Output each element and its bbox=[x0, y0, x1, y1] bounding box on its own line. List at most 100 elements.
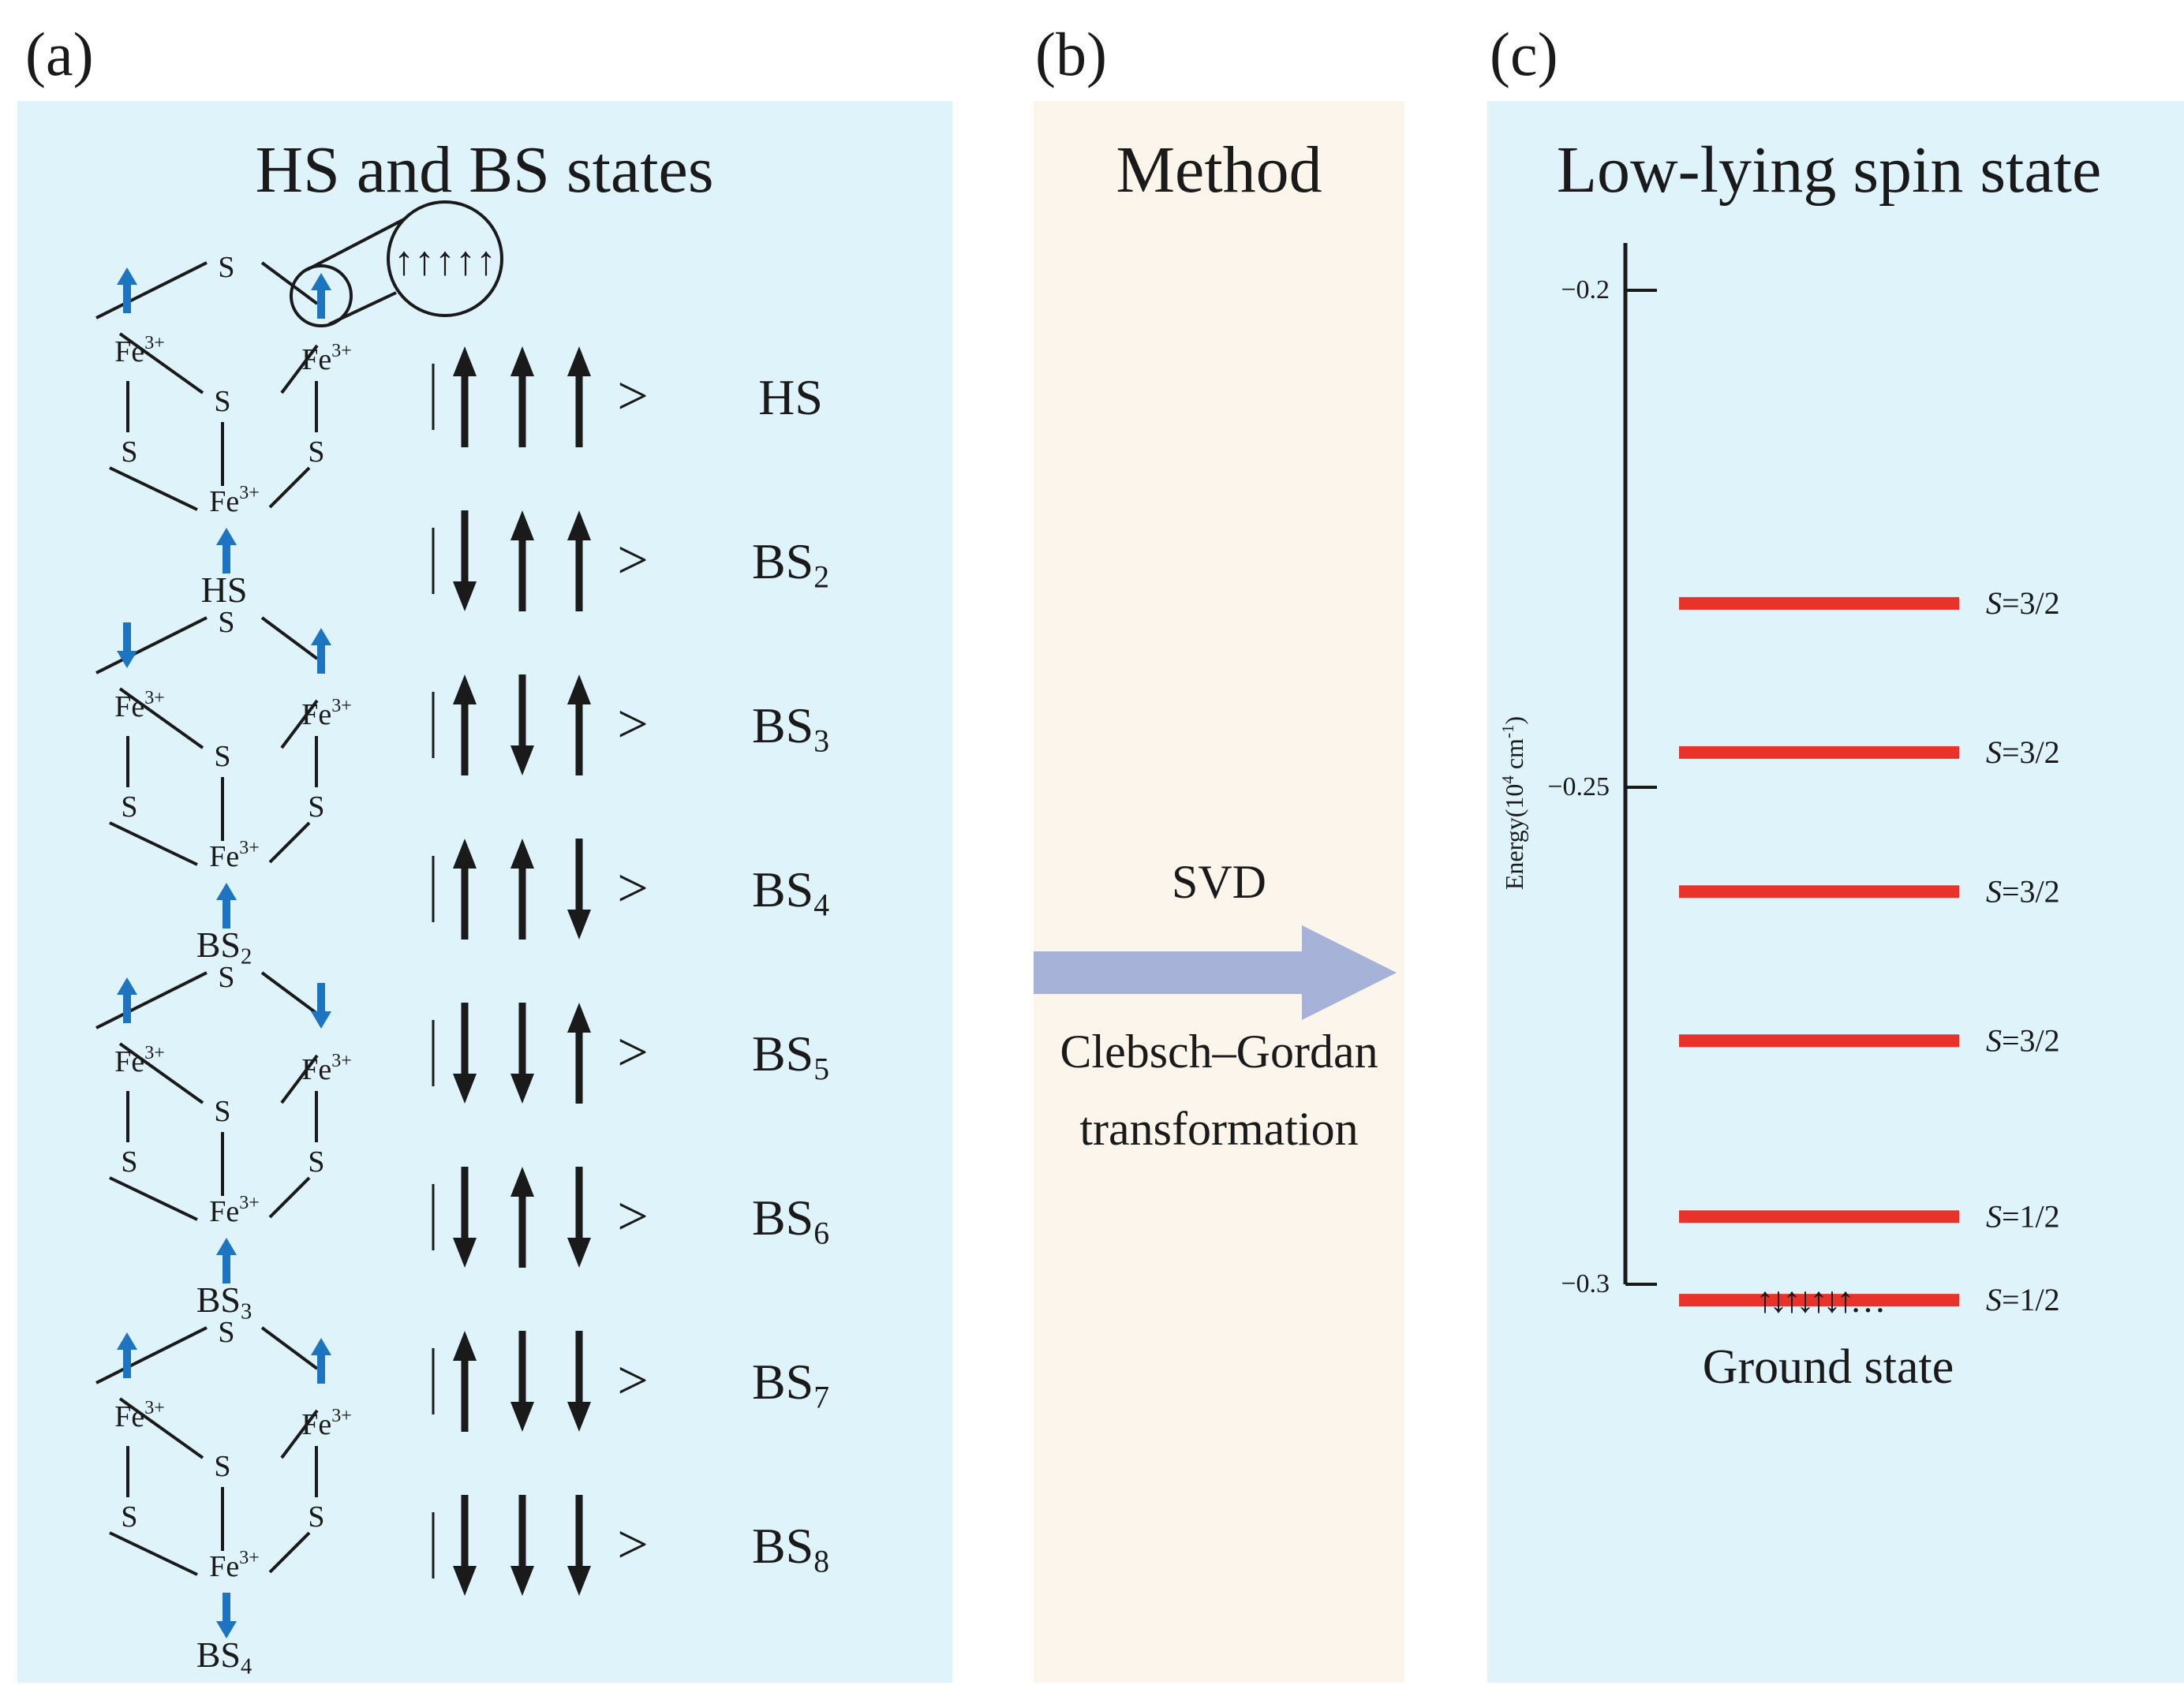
spin-down-arrow-icon bbox=[510, 1331, 534, 1432]
iron-atom: Fe3+ bbox=[114, 333, 165, 368]
sulfur-atom: S bbox=[218, 961, 234, 994]
sulfur-atom: S bbox=[218, 606, 234, 639]
energy-level: S=1/2 bbox=[1679, 1198, 2060, 1234]
structure-caption: BS3 bbox=[196, 1280, 252, 1324]
method-arrow-label-svd: SVD bbox=[1172, 856, 1266, 908]
y-tick-label: −0.25 bbox=[1547, 772, 1610, 801]
bond bbox=[268, 821, 311, 864]
panel-a-title: HS and BS states bbox=[255, 133, 713, 207]
ket-label: HS bbox=[758, 369, 823, 425]
iron-atom: Fe3+ bbox=[114, 1398, 165, 1433]
y-tick-label: −0.2 bbox=[1561, 275, 1610, 305]
spin-up-arrow-icon bbox=[453, 674, 477, 775]
sulfur-atom: S bbox=[308, 1145, 324, 1179]
panel-label-a: (a) bbox=[25, 20, 94, 88]
zoom-line bbox=[328, 291, 397, 326]
ket-close: > bbox=[617, 1022, 648, 1083]
spin-ket-row: >BS4 bbox=[432, 839, 829, 940]
panel-c-title: Low-lying spin state bbox=[1557, 133, 2102, 207]
structure-caption: BS4 bbox=[196, 1635, 252, 1679]
spin-ket-row: > HS bbox=[432, 346, 823, 447]
sulfur-atom: S bbox=[121, 1145, 137, 1179]
spin-arrow-icon bbox=[311, 628, 331, 674]
energy-level-bar bbox=[1679, 596, 1959, 610]
bond bbox=[268, 1531, 311, 1574]
energy-level-spin-label: S=1/2 bbox=[1986, 1198, 2060, 1234]
spin-up-arrow-icon bbox=[510, 1167, 534, 1268]
spin-up-arrow-icon bbox=[453, 1331, 477, 1432]
zoom-circle bbox=[290, 264, 353, 327]
bond bbox=[280, 1409, 319, 1459]
energy-level: S=3/2 bbox=[1679, 585, 2060, 621]
spin-down-arrow-icon bbox=[510, 674, 534, 775]
ket-close: > bbox=[617, 1351, 648, 1411]
zoom-arrows: ↑↑↑↑↑ bbox=[394, 239, 496, 284]
bond bbox=[95, 616, 208, 674]
spin-arrow-icon bbox=[117, 622, 137, 668]
spin-up-arrow-icon bbox=[567, 346, 591, 447]
bond bbox=[118, 687, 204, 749]
bond bbox=[109, 1176, 198, 1221]
spin-arrow-icon bbox=[311, 273, 331, 319]
method-arrow-label-cg-line1: Clebsch–Gordan bbox=[1060, 1026, 1378, 1078]
bond bbox=[260, 1326, 319, 1370]
ket-close: > bbox=[617, 858, 648, 919]
ket-label: BS7 bbox=[752, 1354, 829, 1415]
spin-down-arrow-icon bbox=[453, 1495, 477, 1596]
spin-up-arrow-icon bbox=[510, 346, 534, 447]
bond bbox=[109, 821, 198, 866]
bond bbox=[268, 1176, 311, 1219]
ground-state-label: Ground state bbox=[1703, 1340, 1954, 1394]
iron-atom: Fe3+ bbox=[114, 1043, 165, 1078]
spin-ket-row: > BS7 bbox=[432, 1331, 829, 1432]
spin-down-arrow-icon bbox=[567, 1331, 591, 1432]
spin-arrow-icon bbox=[117, 977, 137, 1023]
spin-arrow-icon bbox=[216, 528, 237, 574]
energy-level-spin-label: S=3/2 bbox=[1986, 734, 2060, 770]
sulfur-atom: S bbox=[214, 740, 230, 773]
zoom-magnified-circle bbox=[387, 200, 503, 317]
bond bbox=[95, 1326, 208, 1384]
spin-arrow-icon bbox=[216, 883, 237, 928]
structure-caption: BS2 bbox=[196, 925, 252, 969]
spin-ket-row: >BS6 bbox=[432, 1167, 829, 1268]
energy-level: S=1/2 bbox=[1679, 1282, 2060, 1317]
panel-label-c: (c) bbox=[1490, 20, 1558, 88]
spin-arrow-icon bbox=[216, 1593, 237, 1638]
ket-label: BS3 bbox=[752, 697, 829, 759]
bond bbox=[118, 332, 204, 394]
bond bbox=[95, 261, 208, 319]
ket-close: > bbox=[617, 366, 648, 427]
panel-a-hs-bs-states: HS and BS states S Fe3+ Fe3+ S S S Fe3+ ↑↑↑↑↑ HS… bbox=[17, 101, 952, 1683]
sulfur-atom: S bbox=[308, 435, 324, 469]
energy-level: S=3/2 bbox=[1679, 734, 2060, 770]
method-arrow bbox=[1034, 925, 1397, 1020]
energy-level-spin-label: S=3/2 bbox=[1986, 1022, 2060, 1058]
bond bbox=[260, 261, 319, 305]
sulfur-atom: S bbox=[218, 251, 234, 284]
ket-close: > bbox=[617, 530, 648, 591]
energy-level-bar bbox=[1679, 1210, 1959, 1224]
bond bbox=[109, 1531, 198, 1576]
iron-atom: Fe3+ bbox=[209, 1548, 260, 1583]
y-tick-label: −0.3 bbox=[1561, 1269, 1610, 1298]
y-axis-label: Energy(104 cm-1) bbox=[1498, 716, 1528, 890]
ket-close: > bbox=[617, 1515, 648, 1575]
zoom-line bbox=[306, 218, 405, 271]
sulfur-atom: S bbox=[214, 1450, 230, 1483]
energy-level-bar bbox=[1679, 1294, 1959, 1307]
spin-down-arrow-icon bbox=[567, 1495, 591, 1596]
bond bbox=[280, 1054, 319, 1104]
ground-state-spin-arrows: ↑↓↑↓↑↓↑… bbox=[1756, 1280, 1883, 1320]
spin-up-arrow-icon bbox=[453, 346, 477, 447]
energy-level-bar bbox=[1679, 745, 1959, 759]
bond bbox=[109, 466, 198, 511]
spin-down-arrow-icon bbox=[453, 1167, 477, 1268]
spin-up-arrow-icon bbox=[567, 1003, 591, 1104]
bond bbox=[260, 616, 319, 660]
panel-c-energy-levels: Low-lying spin state −0.2 −0.25 −0.3 Energy… bbox=[1487, 101, 2184, 1683]
spin-ket-row: >BS2 bbox=[432, 510, 829, 611]
